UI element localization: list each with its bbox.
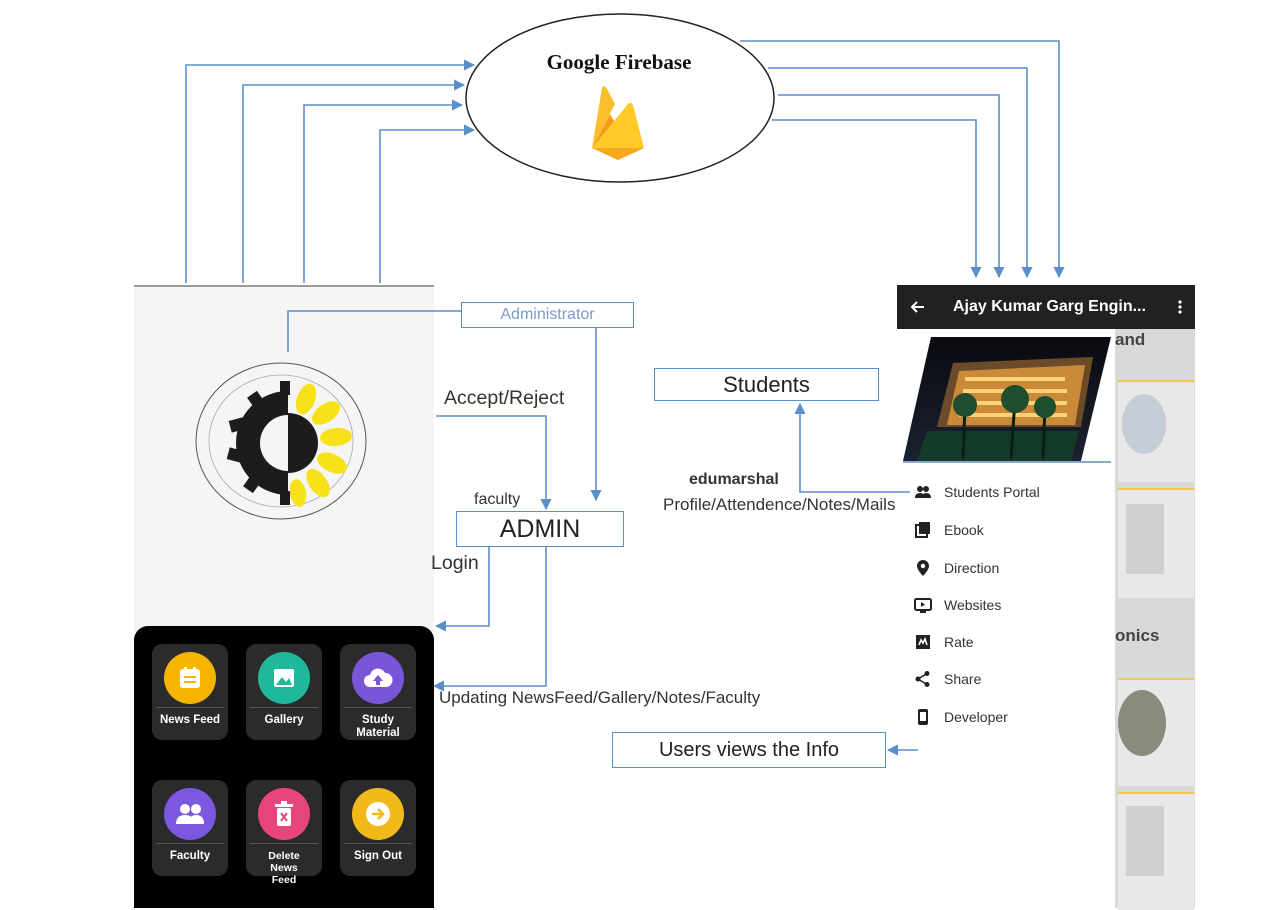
background-card <box>1118 488 1194 598</box>
background-fragment-and: and <box>1115 330 1146 349</box>
updating-label: Updating NewsFeed/Gallery/Notes/Faculty <box>439 688 761 707</box>
upload-cloud-icon <box>364 668 393 687</box>
tile-delete-news-feed-label: Delete News Feed <box>268 850 300 886</box>
tile-gallery[interactable]: Gallery <box>246 644 322 740</box>
login-label: Login <box>431 552 479 574</box>
firebase-title: Google Firebase <box>546 50 692 74</box>
college-building-photo <box>903 337 1111 461</box>
arrow-admin-to-firebase-2 <box>242 79 466 283</box>
users-view-box: Users views the Info <box>612 732 886 768</box>
arrow-admin-to-firebase-3 <box>303 99 464 283</box>
profile-label: Profile/Attendence/Notes/Mails <box>663 495 896 514</box>
administrator-label: Administrator <box>500 306 595 323</box>
gallery-icon <box>274 669 294 687</box>
drawer-item-label: Rate <box>944 634 974 650</box>
background-card <box>1118 678 1194 786</box>
arrow-firebase-to-app-2 <box>768 67 1033 279</box>
drawer-item-share[interactable]: Share <box>914 668 981 690</box>
arrow-firebase-to-app-4 <box>772 119 982 279</box>
app-title: Ajay Kumar Garg Engin... <box>953 298 1146 315</box>
tile-study-material-label: Study Material <box>356 714 400 739</box>
share-icon <box>915 671 930 687</box>
drawer-item-label: Direction <box>944 560 1000 576</box>
rate-icon <box>916 635 930 649</box>
drawer-item-direction[interactable]: Direction <box>914 557 999 579</box>
drawer-item-students-portal[interactable]: Students Portal <box>914 481 1040 503</box>
tile-news-feed[interactable]: News Feed <box>152 644 228 740</box>
arrow-firebase-to-app-1 <box>740 40 1065 279</box>
drawer-item-label: Share <box>944 671 982 687</box>
drawer-item-label: Websites <box>944 597 1002 613</box>
tile-gallery-label: Gallery <box>264 714 304 726</box>
drawer-item-label: Ebook <box>944 522 984 538</box>
web-icon <box>914 598 932 613</box>
admin-box-label: ADMIN <box>499 515 581 543</box>
tile-news-feed-label: News Feed <box>159 714 221 726</box>
background-card <box>1118 792 1194 910</box>
college-logo <box>195 362 367 520</box>
tile-sign-out-label: Sign Out <box>354 850 402 862</box>
delete-icon <box>275 801 293 826</box>
faculty-label: faculty <box>474 491 521 508</box>
tile-sign-out[interactable]: Sign Out <box>340 780 416 876</box>
firebase-flame-icon <box>592 86 644 160</box>
drawer-item-rate[interactable]: Rate <box>914 631 974 653</box>
drawer-item-label: Students Portal <box>944 484 1040 500</box>
arrow-admin-to-firebase-4 <box>379 124 476 283</box>
administrator-box: Administrator <box>461 302 634 328</box>
background-fragment-onics: onics <box>1115 626 1160 645</box>
drawer-item-websites[interactable]: Websites <box>914 594 1001 616</box>
news-feed-icon <box>180 667 200 688</box>
arrow-admin-to-firebase-1 <box>185 59 476 283</box>
location-pin-icon <box>917 560 929 576</box>
tile-faculty-label: Faculty <box>169 850 211 862</box>
students-box-label: Students <box>723 372 810 397</box>
arrow-firebase-to-app-3 <box>778 94 1005 279</box>
phone-icon <box>918 709 928 725</box>
background-card <box>1118 380 1194 482</box>
drawer-item-developer[interactable]: Developer <box>914 706 1008 728</box>
admin-dashboard: News Feed Gallery Study Material Faculty… <box>134 626 434 908</box>
arrow-portal-to-students <box>794 402 910 493</box>
drawer-item-ebook[interactable]: Ebook <box>914 519 984 541</box>
people-icon <box>915 486 931 498</box>
sign-out-icon <box>366 802 390 826</box>
banner-divider <box>903 461 1111 463</box>
back-arrow-icon[interactable] <box>909 299 925 315</box>
book-icon <box>915 522 930 538</box>
drawer-item-label: Developer <box>944 709 1008 725</box>
edumarshal-label: edumarshal <box>689 471 779 488</box>
users-view-box-label: Users views the Info <box>658 739 840 761</box>
people-icon <box>176 804 204 824</box>
students-box: Students <box>654 368 879 401</box>
app-bar: Ajay Kumar Garg Engin... <box>897 285 1195 329</box>
more-options-icon[interactable] <box>1177 299 1183 315</box>
tile-study-material[interactable]: Study Material <box>340 644 416 740</box>
tile-faculty[interactable]: Faculty <box>152 780 228 876</box>
tile-delete-news-feed[interactable]: Delete News Feed <box>246 780 322 886</box>
accept-reject-label: Accept/Reject <box>444 387 565 409</box>
admin-box: ADMIN <box>456 511 624 547</box>
